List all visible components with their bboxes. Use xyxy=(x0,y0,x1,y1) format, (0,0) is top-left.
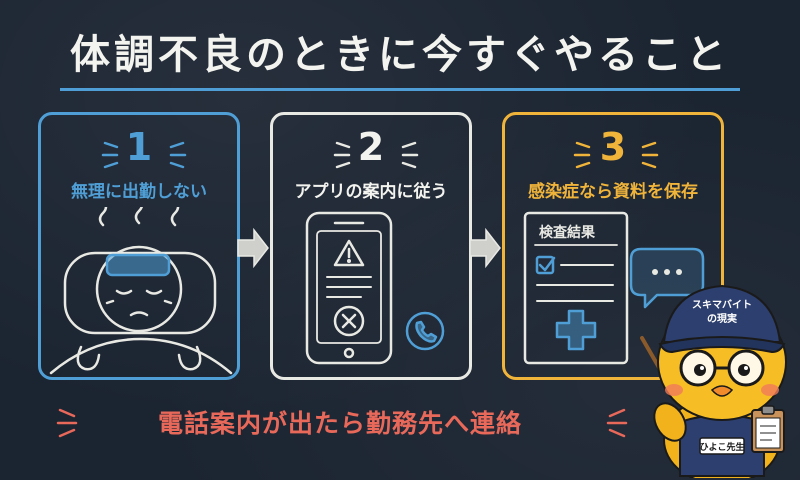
clipboard-icon xyxy=(751,405,785,453)
step-number: 2 xyxy=(357,125,385,169)
page-title: 体調不良のときに今すぐやること xyxy=(70,32,730,78)
phone-icon xyxy=(405,311,445,351)
emphasis-ticks-icon xyxy=(333,141,419,169)
footer-message: 電話案内が出たら勤務先へ連絡 xyxy=(157,409,522,438)
step-card-3: 3 感染症なら資料を保存 検査結果 xyxy=(502,112,724,380)
emphasis-ticks-icon xyxy=(101,141,187,169)
name-tag: ひよこ先生 xyxy=(699,441,744,453)
step-card-1: 1 無理に出勤しない xyxy=(38,112,240,380)
step-label: アプリの案内に従う xyxy=(294,182,448,202)
emphasis-ticks-icon xyxy=(56,408,78,438)
cap-text-line2: の現実 xyxy=(707,312,737,325)
checkbox-icon xyxy=(535,255,556,275)
cap-text-line1: スキマバイト xyxy=(692,299,752,311)
step-label: 無理に出勤しない xyxy=(71,182,207,202)
step-number: 3 xyxy=(599,125,627,169)
step-card-2: 2 アプリの案内に従う xyxy=(270,112,472,380)
arrow-right-icon xyxy=(237,228,269,268)
chick-teacher-mascot: スキマバイト の現実 ひよこ先生 xyxy=(640,284,787,478)
emphasis-ticks-icon xyxy=(606,408,628,438)
sick-person-icon xyxy=(49,207,233,375)
medical-cross-icon xyxy=(555,309,597,351)
warning-icon xyxy=(333,239,365,267)
arrow-right-icon xyxy=(469,228,501,268)
smartphone-icon xyxy=(305,211,445,365)
title-underline xyxy=(60,88,740,91)
step-label: 感染症なら資料を保存 xyxy=(528,182,698,202)
chat-bubble-icon xyxy=(629,247,705,309)
document-title: 検査結果 xyxy=(539,224,596,241)
step-number: 1 xyxy=(125,125,153,169)
emphasis-ticks-icon xyxy=(573,141,659,169)
test-result-document-icon: 検査結果 xyxy=(523,211,705,365)
cross-circle-icon xyxy=(333,305,365,337)
